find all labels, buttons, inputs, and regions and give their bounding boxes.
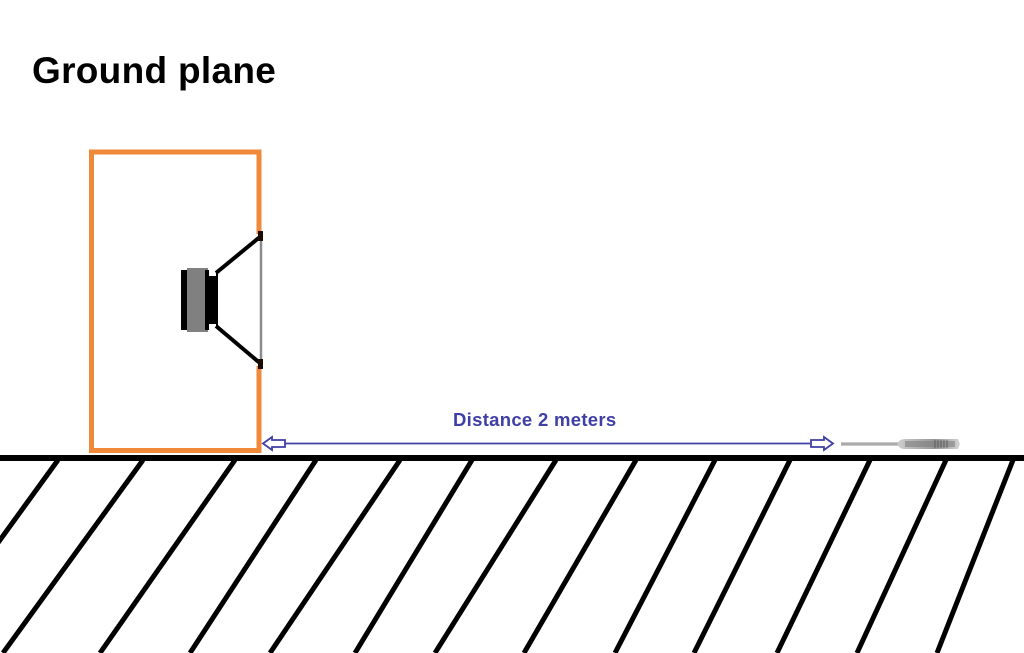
diagram-title: Ground plane xyxy=(32,50,277,91)
ground-hatching xyxy=(0,458,1016,653)
arrow-right-icon xyxy=(810,435,835,452)
distance-arrow xyxy=(261,435,835,452)
ground-line xyxy=(0,455,1024,461)
arrow-left-icon xyxy=(261,435,286,452)
speaker-cabinet xyxy=(89,149,262,453)
speaker-driver-icon xyxy=(181,231,263,369)
microphone-icon xyxy=(841,439,960,449)
distance-label: Distance 2 meters xyxy=(453,409,617,430)
